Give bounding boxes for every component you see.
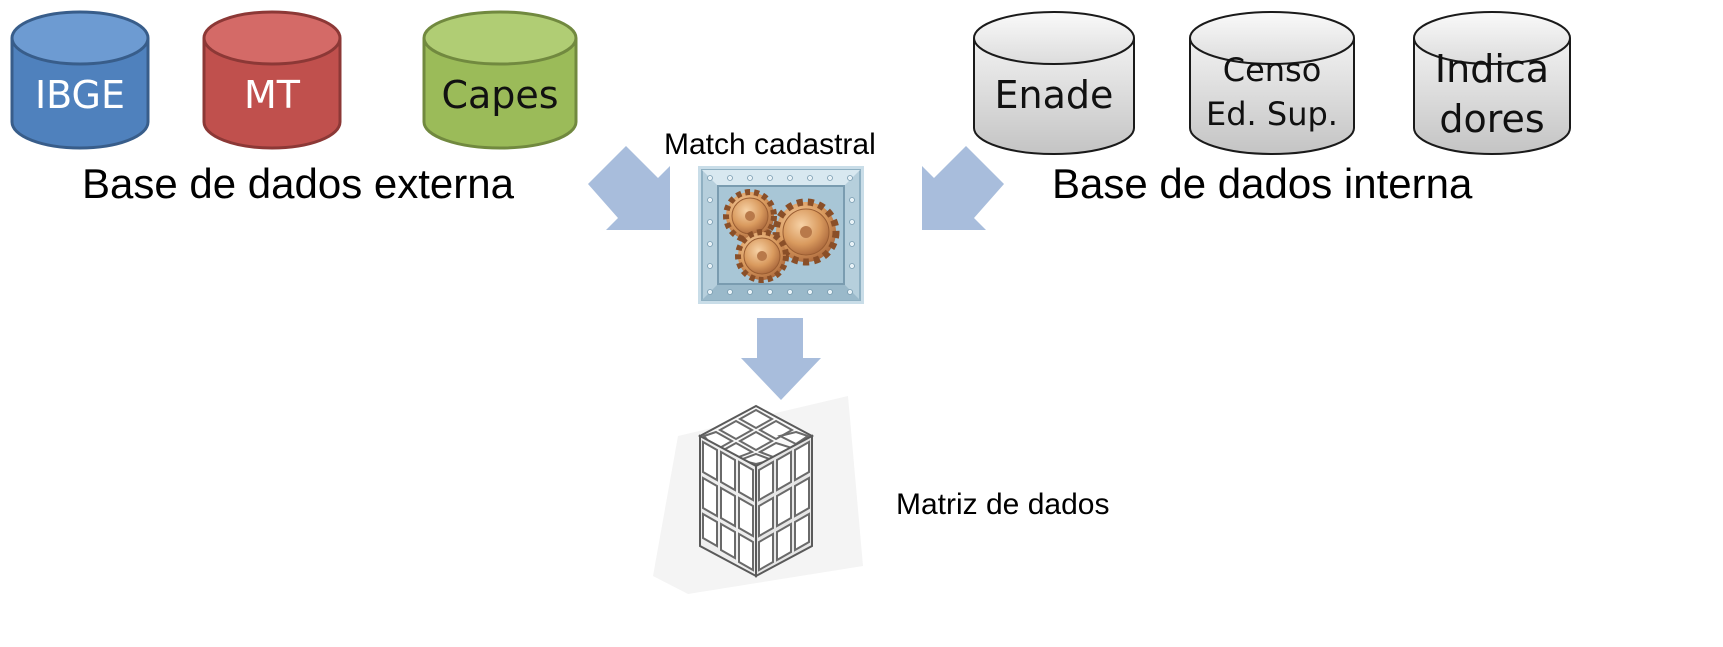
cube-matrix-icon: [648, 366, 868, 596]
db-capes-label: Capes: [441, 73, 559, 117]
database-cylinder-icon: [10, 10, 150, 150]
gears-icon: [698, 166, 864, 304]
db-indicadores-label-line1: Indica: [1434, 47, 1550, 91]
db-enade: Enade: [972, 10, 1136, 158]
db-indicadores-label-line2: dores: [1439, 97, 1545, 141]
database-cylinder-icon: [973, 11, 1135, 155]
db-mt: MT: [202, 10, 342, 150]
db-ibge: IBGE: [10, 10, 150, 150]
process-label: Match cadastral: [664, 128, 876, 161]
output-label: Matriz de dados: [896, 488, 1110, 521]
db-capes: Capes: [422, 10, 578, 150]
external-db-caption: Base de dados externa: [82, 160, 514, 207]
database-cylinder-icon: [1413, 11, 1571, 155]
database-cylinder-icon: [202, 10, 342, 150]
db-indicadores: Indica dores: [1412, 10, 1572, 158]
db-censo: Censo Ed. Sup.: [1188, 10, 1356, 158]
arrow-down-icon: [741, 318, 821, 400]
database-cylinder-icon: [1189, 11, 1355, 155]
db-censo-label-line1: Censo: [1222, 51, 1322, 89]
database-cylinder-icon: [422, 10, 578, 150]
db-mt-label: MT: [244, 73, 300, 117]
db-censo-label-line2: Ed. Sup.: [1206, 95, 1338, 133]
db-ibge-label: IBGE: [34, 73, 126, 117]
arrow-down-right-icon: [588, 146, 670, 230]
internal-db-caption: Base de dados interna: [1052, 160, 1473, 207]
arrow-down-left-icon: [922, 146, 1004, 230]
db-enade-label: Enade: [994, 73, 1114, 117]
